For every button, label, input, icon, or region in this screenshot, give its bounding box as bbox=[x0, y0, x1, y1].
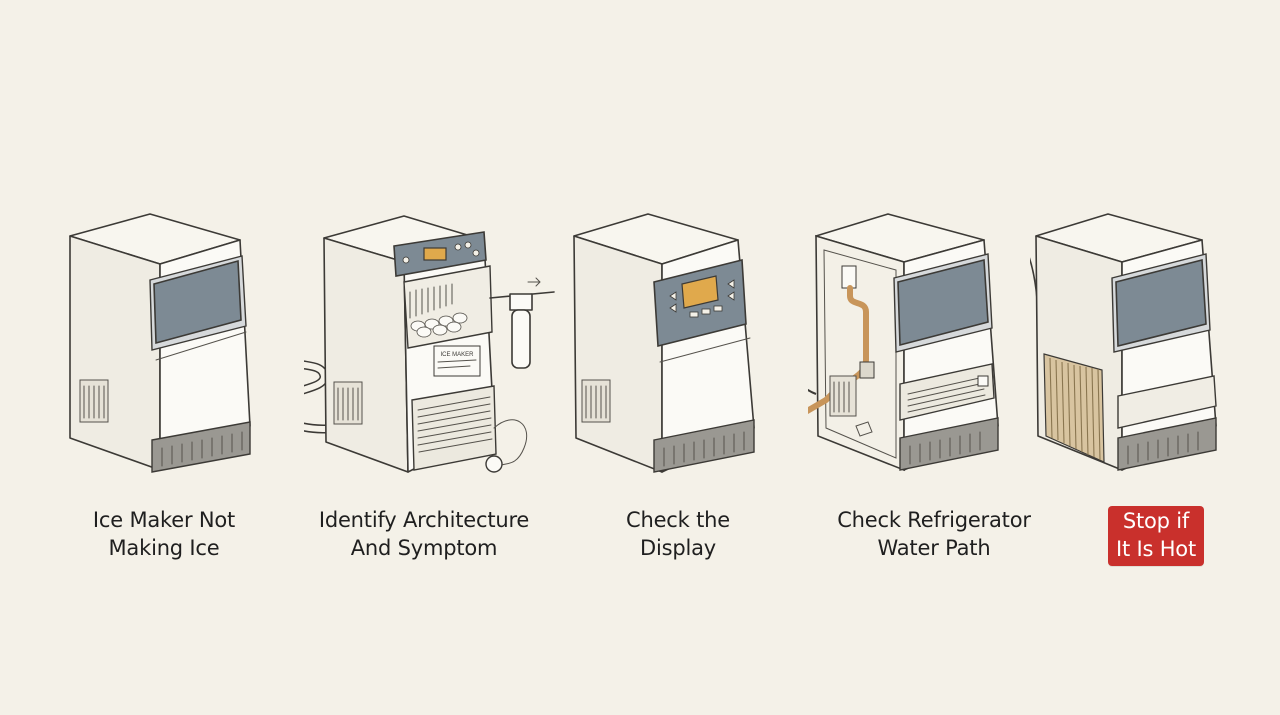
unit-sticker-text: ICE MAKER bbox=[440, 352, 474, 358]
condenser-coil-icon bbox=[1043, 353, 1105, 463]
warning-label: Stop if It Is Hot bbox=[1036, 506, 1276, 566]
step-stop-if-hot: Stop if It Is Hot bbox=[1030, 200, 1270, 580]
step-label: Ice Maker Not Making Ice bbox=[44, 506, 284, 562]
step-label-line-2: Water Path bbox=[877, 536, 991, 560]
warning-badge: Stop if It Is Hot bbox=[1108, 506, 1204, 566]
step-check-water-path: Check Refrigerator Water Path bbox=[808, 200, 1048, 580]
ice-maker-unit-icon bbox=[69, 213, 251, 473]
step-label-line-2: Making Ice bbox=[108, 536, 220, 560]
ice-maker-open-unit-icon: ICE MAKER bbox=[304, 215, 555, 473]
control-display-icon bbox=[653, 258, 747, 348]
step-label-line-1: Check the bbox=[626, 508, 730, 532]
step-label-line-2: And Symptom bbox=[350, 536, 498, 560]
step-label-line-1: Check Refrigerator bbox=[837, 508, 1031, 532]
step-label: Identify Architecture And Symptom bbox=[304, 506, 544, 562]
warning-line-2: It Is Hot bbox=[1116, 537, 1196, 561]
step-label: Check Refrigerator Water Path bbox=[814, 506, 1054, 562]
step-label-line-1: Identify Architecture bbox=[318, 508, 530, 532]
condenser-unit-icon bbox=[1030, 213, 1217, 471]
water-path-unit-icon bbox=[808, 213, 999, 472]
water-filter-icon bbox=[485, 277, 555, 473]
warning-line-1: Stop if bbox=[1122, 509, 1190, 533]
step-label-line-1: Ice Maker Not bbox=[92, 508, 236, 532]
step-ice-maker-not-making-ice: Ice Maker Not Making Ice bbox=[44, 200, 284, 580]
step-check-display: Check the Display bbox=[558, 200, 798, 580]
step-identify-architecture: ICE MAKER Identify Architecture bbox=[304, 200, 555, 580]
step-label-line-2: Display bbox=[639, 536, 716, 560]
step-label: Check the Display bbox=[558, 506, 798, 562]
control-display-unit-icon bbox=[573, 213, 755, 473]
